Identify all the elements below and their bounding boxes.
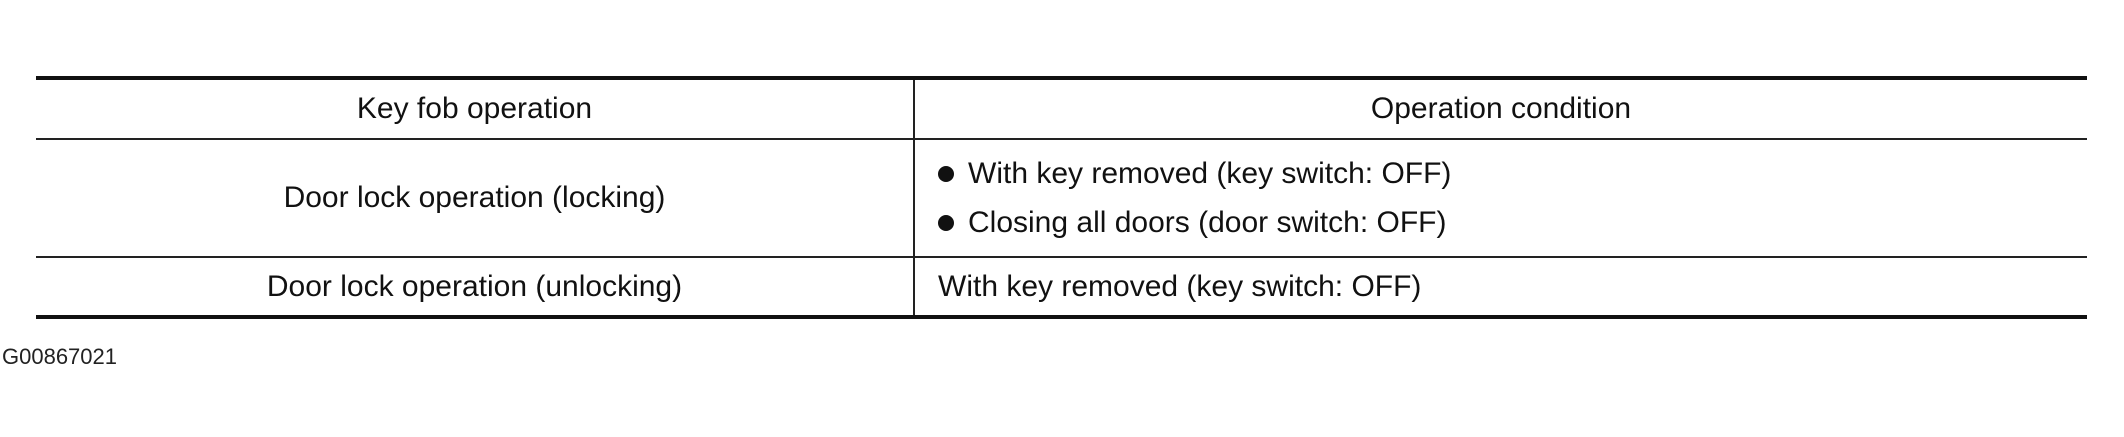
header-row: Key fob operation Operation condition [36,76,2087,140]
condition-cell: With key removed (key switch: OFF) [914,257,2087,319]
list-item: With key removed (key switch: OFF) [938,149,2087,198]
bullet-icon [938,214,954,231]
figure-id-label: G00867021 [2,344,117,369]
operation-cell: Door lock operation (unlocking) [36,257,915,319]
header-operation-condition: Operation condition [914,76,2087,140]
table-row: Door lock operation (locking) With key r… [36,139,2087,258]
condition-text: Closing all doors (door switch: OFF) [968,205,1447,239]
key-fob-table-container: Key fob operation Operation condition Do… [36,76,2087,319]
key-fob-operation-table: Key fob operation Operation condition Do… [36,76,2087,319]
condition-text: With key removed (key switch: OFF) [968,156,1452,190]
list-item: Closing all doors (door switch: OFF) [938,198,2087,247]
condition-bullet-list: With key removed (key switch: OFF) Closi… [938,149,2087,247]
header-key-fob-operation: Key fob operation [36,76,915,140]
bullet-icon [938,165,954,182]
table-header: Key fob operation Operation condition [36,76,2087,140]
operation-cell: Door lock operation (locking) [36,139,915,258]
table-body: Door lock operation (locking) With key r… [36,139,2087,319]
table-row: Door lock operation (unlocking) With key… [36,257,2087,319]
condition-cell: With key removed (key switch: OFF) Closi… [914,139,2087,258]
